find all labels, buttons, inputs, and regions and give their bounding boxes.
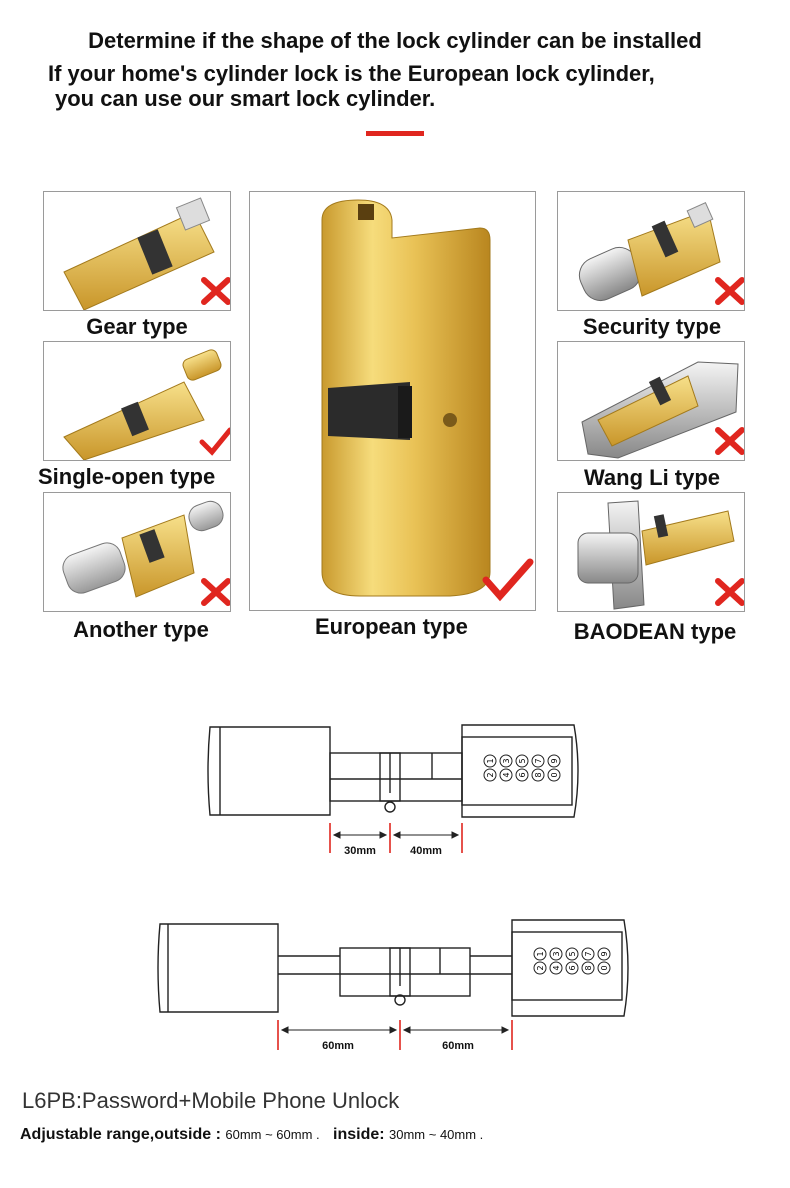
keypad-key: [515, 754, 529, 768]
european-cylinder-image: [321, 199, 491, 597]
cross-icon: [715, 277, 744, 305]
keypad-2: 1 2 3 4 5 6 7 8 9 0: [533, 947, 611, 975]
keypad-key-label: 2: [486, 772, 495, 777]
keypad-key: [533, 947, 547, 961]
keypad-key-label: 8: [534, 772, 543, 777]
keypad-key: [531, 754, 545, 768]
adjustable-range: Adjustable range,outside : 60mm ~ 60mm .…: [20, 1126, 483, 1144]
keypad-key-label: 1: [536, 951, 545, 956]
wang-li-type-label: Wang Li type: [583, 465, 721, 490]
another-type-label: Another type: [73, 617, 209, 642]
keypad-key-label: 1: [486, 758, 495, 763]
keypad-key-label: 7: [534, 758, 543, 763]
keypad-key: [547, 754, 561, 768]
keypad-key-label: 9: [600, 951, 609, 956]
security-cylinder-image: [578, 202, 721, 302]
cross-icon: [715, 578, 744, 606]
keypad-key-label: 3: [502, 758, 511, 763]
keypad-key-label: 2: [536, 965, 545, 970]
keypad-key-label: 6: [518, 772, 527, 777]
baodean-type-card: [557, 492, 745, 612]
baodean-type-label: BAODEAN type: [573, 619, 737, 644]
keypad-key-label: 7: [584, 951, 593, 956]
gear-type-card: [43, 191, 231, 311]
outside-right-dimension: 60mm: [442, 1040, 474, 1052]
keypad-key-label: 4: [502, 772, 511, 777]
cross-icon: [715, 427, 744, 455]
keypad-key: [565, 961, 579, 975]
keypad-key-label: 6: [568, 965, 577, 970]
wang-li-type-card: [557, 341, 745, 461]
single-open-cylinder-image: [63, 349, 222, 460]
inside-left-dimension: 30mm: [344, 845, 376, 857]
keypad-key-label: 5: [568, 951, 577, 956]
single-open-type-card: [43, 341, 231, 461]
inside-range-value: 30mm ~ 40mm .: [389, 1127, 484, 1142]
keypad-key-label: 0: [550, 772, 559, 777]
keypad-key: [547, 768, 561, 782]
european-type-card: [249, 191, 536, 611]
keypad-key-label: 8: [584, 965, 593, 970]
keypad-key: [531, 768, 545, 782]
range-label: Adjustable range,outside :: [20, 1126, 221, 1143]
keypad-key: [581, 961, 595, 975]
outside-range-value: 60mm ~ 60mm .: [225, 1127, 320, 1142]
another-cylinder-image: [62, 500, 224, 598]
gear-type-label: Gear type: [86, 314, 188, 339]
security-type-label: Security type: [582, 314, 722, 339]
red-divider: [366, 131, 424, 136]
keypad-key: [597, 961, 611, 975]
keypad-key: [581, 947, 595, 961]
inside-right-dimension: 40mm: [410, 845, 442, 857]
keypad-key: [483, 768, 497, 782]
another-type-card: [43, 492, 231, 612]
inside-label: inside:: [333, 1126, 385, 1143]
baodean-cylinder-image: [577, 500, 735, 610]
keypad-key-label: 9: [550, 758, 559, 763]
keypad-key: [499, 768, 513, 782]
keypad-key-label: 3: [552, 951, 561, 956]
outside-range-diagram: 1 2 3 4 5 6 7 8 9 0 60mm 60mm: [157, 919, 629, 1052]
keypad-key: [549, 961, 563, 975]
check-icon: [199, 427, 230, 456]
wang-li-cylinder-image: [581, 361, 739, 459]
keypad-1: 1 2 3 4 5 6 7 8 9 0: [483, 754, 561, 782]
cross-icon: [201, 578, 230, 606]
heading-line-2: If your home's cylinder lock is the Euro…: [48, 61, 655, 86]
outside-left-dimension: 60mm: [322, 1040, 354, 1052]
keypad-key: [549, 947, 563, 961]
check-icon: [482, 558, 534, 602]
keypad-key: [515, 768, 529, 782]
model-description: L6PB:Password+Mobile Phone Unlock: [22, 1088, 400, 1113]
heading-line-3: you can use our smart lock cylinder.: [55, 86, 436, 111]
keypad-key: [565, 947, 579, 961]
keypad-key-label: 0: [600, 965, 609, 970]
inside-range-diagram: 1 2 3 4 5 6 7 8 9 0 30mm 40mm: [207, 724, 579, 857]
keypad-key: [533, 961, 547, 975]
keypad-key: [499, 754, 513, 768]
keypad-key: [483, 754, 497, 768]
gear-cylinder-image: [63, 197, 215, 310]
cross-icon: [201, 277, 230, 305]
keypad-key: [597, 947, 611, 961]
keypad-key-label: 5: [518, 758, 527, 763]
security-type-card: [557, 191, 745, 311]
european-type-label: European type: [315, 614, 468, 639]
keypad-key-label: 4: [552, 965, 561, 970]
single-open-type-label: Single-open type: [38, 464, 216, 489]
heading-line-1: Determine if the shape of the lock cylin…: [88, 28, 702, 53]
